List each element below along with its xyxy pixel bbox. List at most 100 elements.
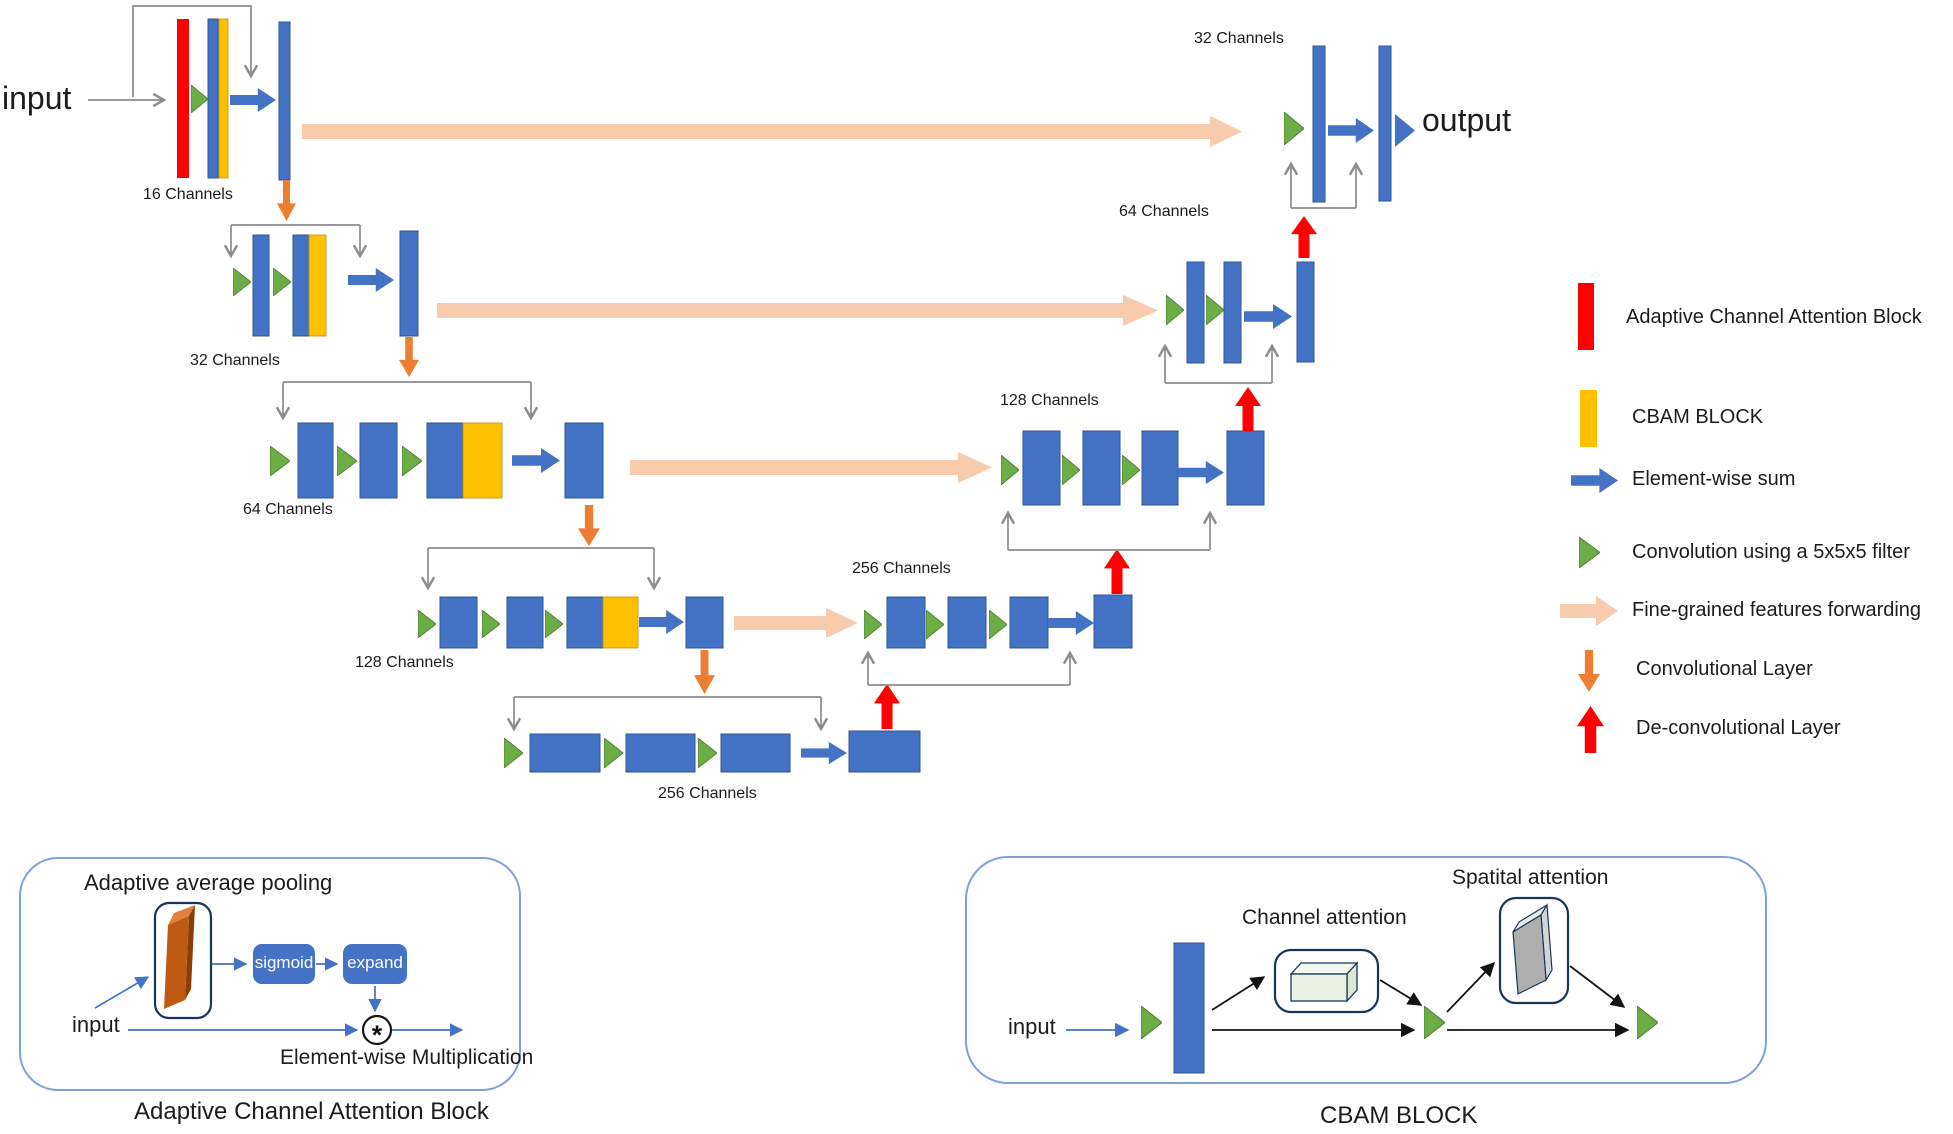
decoder-128ch-label: 128 Channels bbox=[1000, 392, 1099, 409]
legend-peach-arrow-icon bbox=[1560, 604, 1596, 618]
conv-triangle-icon bbox=[337, 446, 357, 476]
legend-orange-down-arrow-icon bbox=[1578, 650, 1600, 692]
to-channel-attention-arrow bbox=[1211, 976, 1266, 1011]
cbam-bar bbox=[308, 234, 327, 337]
feature-block bbox=[886, 596, 926, 649]
channel-cuboid-top bbox=[1289, 962, 1359, 975]
feature-block bbox=[848, 730, 921, 773]
legend-icons bbox=[1560, 283, 1618, 753]
conv-triangle-icon bbox=[482, 610, 500, 638]
feature-bar bbox=[207, 18, 219, 179]
deconv-layer-up-arrow bbox=[874, 684, 900, 729]
feature-block bbox=[359, 422, 398, 499]
conv-layer-down-arrow bbox=[578, 505, 600, 546]
conv-triangle-icon bbox=[1424, 1006, 1445, 1039]
encoder-row-32ch bbox=[223, 224, 419, 377]
feature-bar bbox=[1296, 261, 1315, 363]
acab-caption: Adaptive Channel Attention Block bbox=[134, 1098, 489, 1125]
multiply-circle bbox=[361, 1014, 393, 1046]
pooling-slab-side bbox=[185, 905, 195, 1000]
main-input-label: input bbox=[2, 80, 72, 116]
conv-layer-down-arrow bbox=[694, 650, 715, 694]
element-wise-sum-arrow bbox=[512, 448, 560, 473]
encoder-64ch-label: 64 Channels bbox=[243, 501, 333, 518]
feature-block bbox=[564, 422, 604, 499]
element-wise-sum-arrow bbox=[1048, 611, 1094, 635]
spatial-attention-label: Spatital attention bbox=[1452, 866, 1609, 889]
conv-triangle-icon bbox=[1122, 455, 1140, 485]
element-wise-sum-arrow bbox=[348, 268, 394, 292]
cbam-block bbox=[462, 422, 503, 499]
conv-triangle-icon bbox=[273, 268, 291, 296]
encoder-row-128ch bbox=[418, 547, 724, 694]
channel-attention-out-arrow bbox=[1379, 979, 1423, 1006]
fine-grained-forwarding-arrows bbox=[302, 116, 1242, 638]
feature-block bbox=[1082, 430, 1121, 506]
main-output-label: output bbox=[1422, 102, 1511, 138]
legend-item-deconvlayer: De-convolutional Layer bbox=[1636, 717, 1841, 739]
conv-triangle-icon bbox=[989, 610, 1007, 639]
acab-detail-panel bbox=[19, 857, 521, 1091]
legend-yellow-bar-icon bbox=[1580, 390, 1597, 447]
legend-item-sum: Element-wise sum bbox=[1632, 468, 1796, 490]
legend-red-bar-icon bbox=[1578, 283, 1594, 350]
feature-block bbox=[426, 422, 464, 499]
decoder-row-64ch bbox=[1157, 261, 1315, 431]
cbam-block bbox=[602, 596, 639, 649]
spatial-attention-out-arrow bbox=[1569, 965, 1626, 1008]
output-row-32ch bbox=[1283, 45, 1415, 258]
feature-block bbox=[1226, 430, 1265, 506]
decoder-64ch-label: 64 Channels bbox=[1119, 203, 1209, 220]
element-wise-sum-arrow bbox=[1244, 304, 1292, 329]
channel-attention-label: Channel attention bbox=[1242, 906, 1407, 929]
output-triangle-icon bbox=[1395, 114, 1415, 147]
conv-triangle-icon bbox=[1141, 1006, 1162, 1039]
element-wise-multiplication-label: Element-wise Multiplication bbox=[280, 1046, 534, 1069]
sigmoid-box bbox=[253, 944, 315, 984]
deconv-layer-up-arrow bbox=[1291, 216, 1317, 258]
peach-arrow-head bbox=[826, 608, 858, 638]
encoder-128ch-label: 128 Channels bbox=[355, 654, 454, 671]
legend-item-forwarding: Fine-grained features forwarding bbox=[1632, 599, 1922, 621]
feature-bar bbox=[278, 21, 291, 181]
feature-bar bbox=[1186, 261, 1205, 364]
deconv-layer-up-arrow bbox=[1104, 549, 1130, 594]
legend-item-conv5: Convolution using a 5x5x5 filter bbox=[1632, 541, 1910, 563]
encoder-32ch-label: 32 Channels bbox=[190, 352, 280, 369]
input-to-pooling-arrow bbox=[94, 976, 150, 1009]
conv-triangle-icon bbox=[1062, 455, 1080, 485]
conv-triangle-icon bbox=[1284, 112, 1304, 145]
acab-pooling-title: Adaptive average pooling bbox=[84, 870, 333, 895]
element-wise-sum-arrow bbox=[1178, 460, 1224, 485]
legend-peach-arrow-head bbox=[1596, 596, 1618, 626]
element-wise-sum-arrow bbox=[1328, 118, 1374, 143]
expand-box bbox=[343, 944, 407, 984]
legend-red-up-arrow-icon bbox=[1577, 706, 1604, 753]
conv-triangle-icon bbox=[402, 446, 422, 476]
feature-bar bbox=[1378, 45, 1392, 202]
encoder-row-64ch bbox=[270, 381, 604, 546]
conv-triangle-icon bbox=[604, 738, 623, 768]
sigmoid-label: sigmoid bbox=[254, 953, 314, 972]
feature-block bbox=[1093, 594, 1133, 649]
element-wise-sum-arrow bbox=[230, 88, 276, 112]
conv-triangle-icon bbox=[233, 268, 251, 296]
channel-cuboid-front bbox=[1290, 973, 1348, 1002]
decoder-256ch-label: 256 Channels bbox=[852, 560, 951, 577]
conv-triangle-icon bbox=[504, 738, 523, 768]
acab-input-label: input bbox=[72, 1012, 120, 1037]
feature-block bbox=[529, 733, 601, 773]
conv-triangle-icon bbox=[1001, 455, 1019, 485]
feature-block bbox=[506, 596, 544, 649]
peach-arrow-head bbox=[958, 452, 992, 483]
conv-layer-down-arrow bbox=[399, 337, 419, 377]
acab-panel-border bbox=[19, 857, 521, 1091]
skip-connector bbox=[132, 5, 259, 97]
peach-arrow-shaft bbox=[734, 616, 826, 630]
encoder-256ch-label: 256 Channels bbox=[658, 785, 757, 802]
peach-arrow-head bbox=[1123, 295, 1158, 326]
cbam-input-label: input bbox=[1008, 1014, 1056, 1039]
feature-block bbox=[439, 596, 478, 649]
adaptive-channel-attention-bar bbox=[177, 19, 189, 178]
